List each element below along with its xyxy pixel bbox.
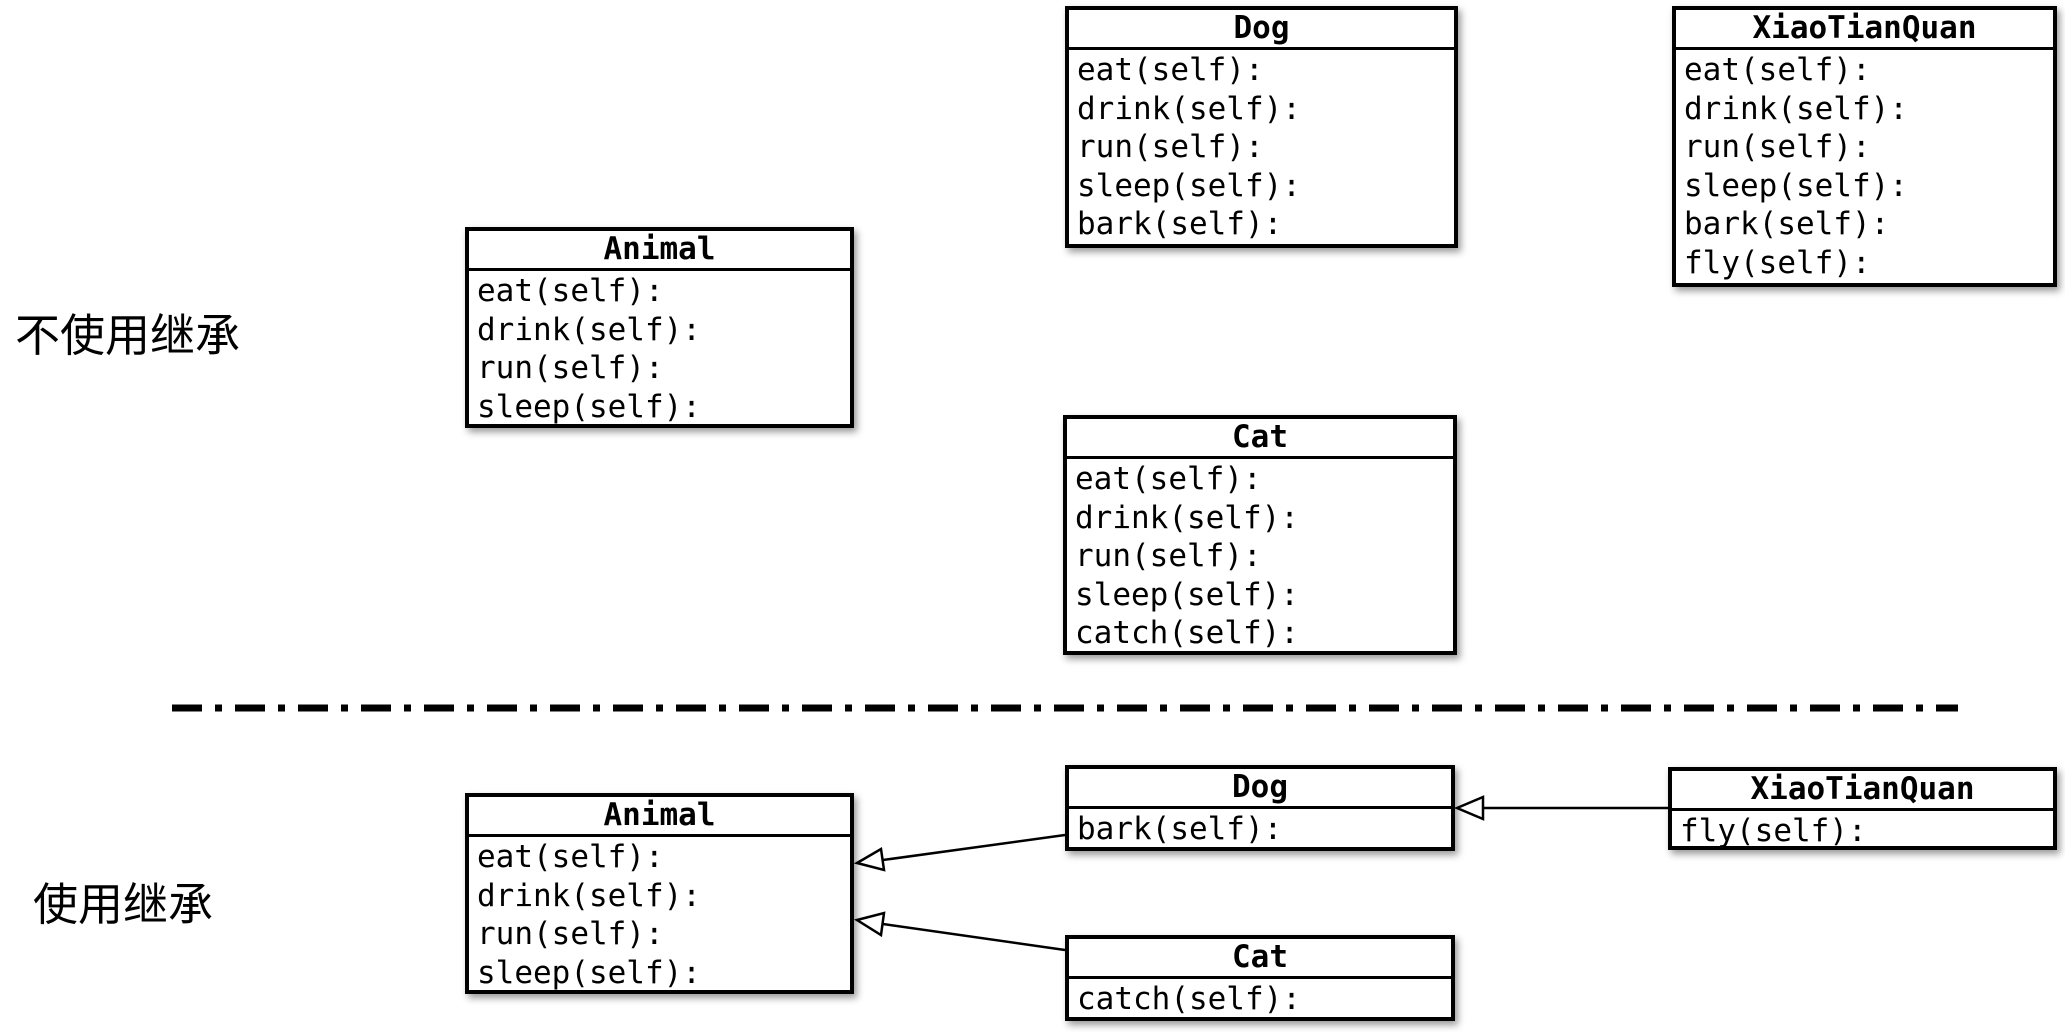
inherit-class-box-dog: Dog bark(self):	[1065, 765, 1455, 851]
class-method: eat(self):	[1077, 52, 1264, 88]
class-method: eat(self):	[477, 839, 664, 875]
class-name: Animal	[469, 797, 850, 837]
class-method: fly(self):	[1684, 244, 1871, 281]
class-method: catch(self):	[1075, 615, 1299, 651]
class-method: drink(self):	[1075, 499, 1299, 536]
inherit-class-box-animal: Animal eat(self): drink(self): run(self)…	[465, 793, 854, 994]
no-inherit-class-box-cat: Cat eat(self): drink(self): run(self): s…	[1063, 415, 1457, 655]
class-method: bark(self):	[1077, 206, 1283, 242]
class-name: Cat	[1069, 939, 1451, 979]
class-method: drink(self):	[477, 877, 701, 914]
class-method: drink(self):	[1077, 90, 1301, 127]
class-name: Dog	[1069, 769, 1451, 809]
class-method: bark(self):	[1684, 206, 1890, 242]
class-method: drink(self):	[1684, 90, 1908, 127]
hollow-triangle-arrowhead-icon	[1453, 795, 1485, 821]
class-name: XiaoTianQuan	[1676, 10, 2053, 50]
class-method: eat(self):	[1075, 461, 1262, 497]
class-method: run(self):	[477, 916, 664, 952]
class-method: fly(self):	[1680, 813, 1867, 849]
class-method: sleep(self):	[1075, 576, 1299, 613]
class-method: run(self):	[1075, 538, 1262, 574]
class-method: run(self):	[1684, 129, 1871, 165]
inherit-arrow-xiaotianquan-to-dog	[1453, 795, 1668, 821]
class-method: run(self):	[1077, 129, 1264, 165]
class-name: XiaoTianQuan	[1672, 771, 2053, 811]
no-inherit-class-box-animal: Animal eat(self): drink(self): run(self)…	[465, 227, 854, 428]
no-inherit-class-box-xiaotianquan: XiaoTianQuan eat(self): drink(self): run…	[1672, 6, 2057, 287]
class-method: sleep(self):	[1684, 167, 1908, 204]
inherit-arrow-dog-to-animal	[853, 833, 1066, 872]
class-name: Animal	[469, 231, 850, 271]
hollow-triangle-arrowhead-icon	[853, 846, 886, 872]
class-name: Dog	[1069, 10, 1454, 50]
section-label-inheritance: 使用继承	[33, 879, 214, 930]
inherit-class-box-cat: Cat catch(self):	[1065, 935, 1455, 1021]
class-method: sleep(self):	[477, 388, 701, 425]
class-method: eat(self):	[1684, 52, 1871, 88]
class-method: bark(self):	[1077, 811, 1283, 847]
inherit-arrow-cat-to-animal	[853, 911, 1066, 952]
class-method: sleep(self):	[477, 954, 701, 991]
no-inherit-class-box-dog: Dog eat(self): drink(self): run(self): s…	[1065, 6, 1458, 248]
hollow-triangle-arrowhead-icon	[853, 911, 886, 938]
class-method: drink(self):	[477, 311, 701, 348]
section-label-no-inheritance: 不使用继承	[15, 310, 241, 361]
class-method: run(self):	[477, 350, 664, 386]
class-method: sleep(self):	[1077, 167, 1301, 204]
class-name: Cat	[1067, 419, 1453, 459]
inherit-class-box-xiaotianquan: XiaoTianQuan fly(self):	[1668, 767, 2057, 850]
class-method: catch(self):	[1077, 981, 1301, 1017]
class-method: eat(self):	[477, 273, 664, 309]
